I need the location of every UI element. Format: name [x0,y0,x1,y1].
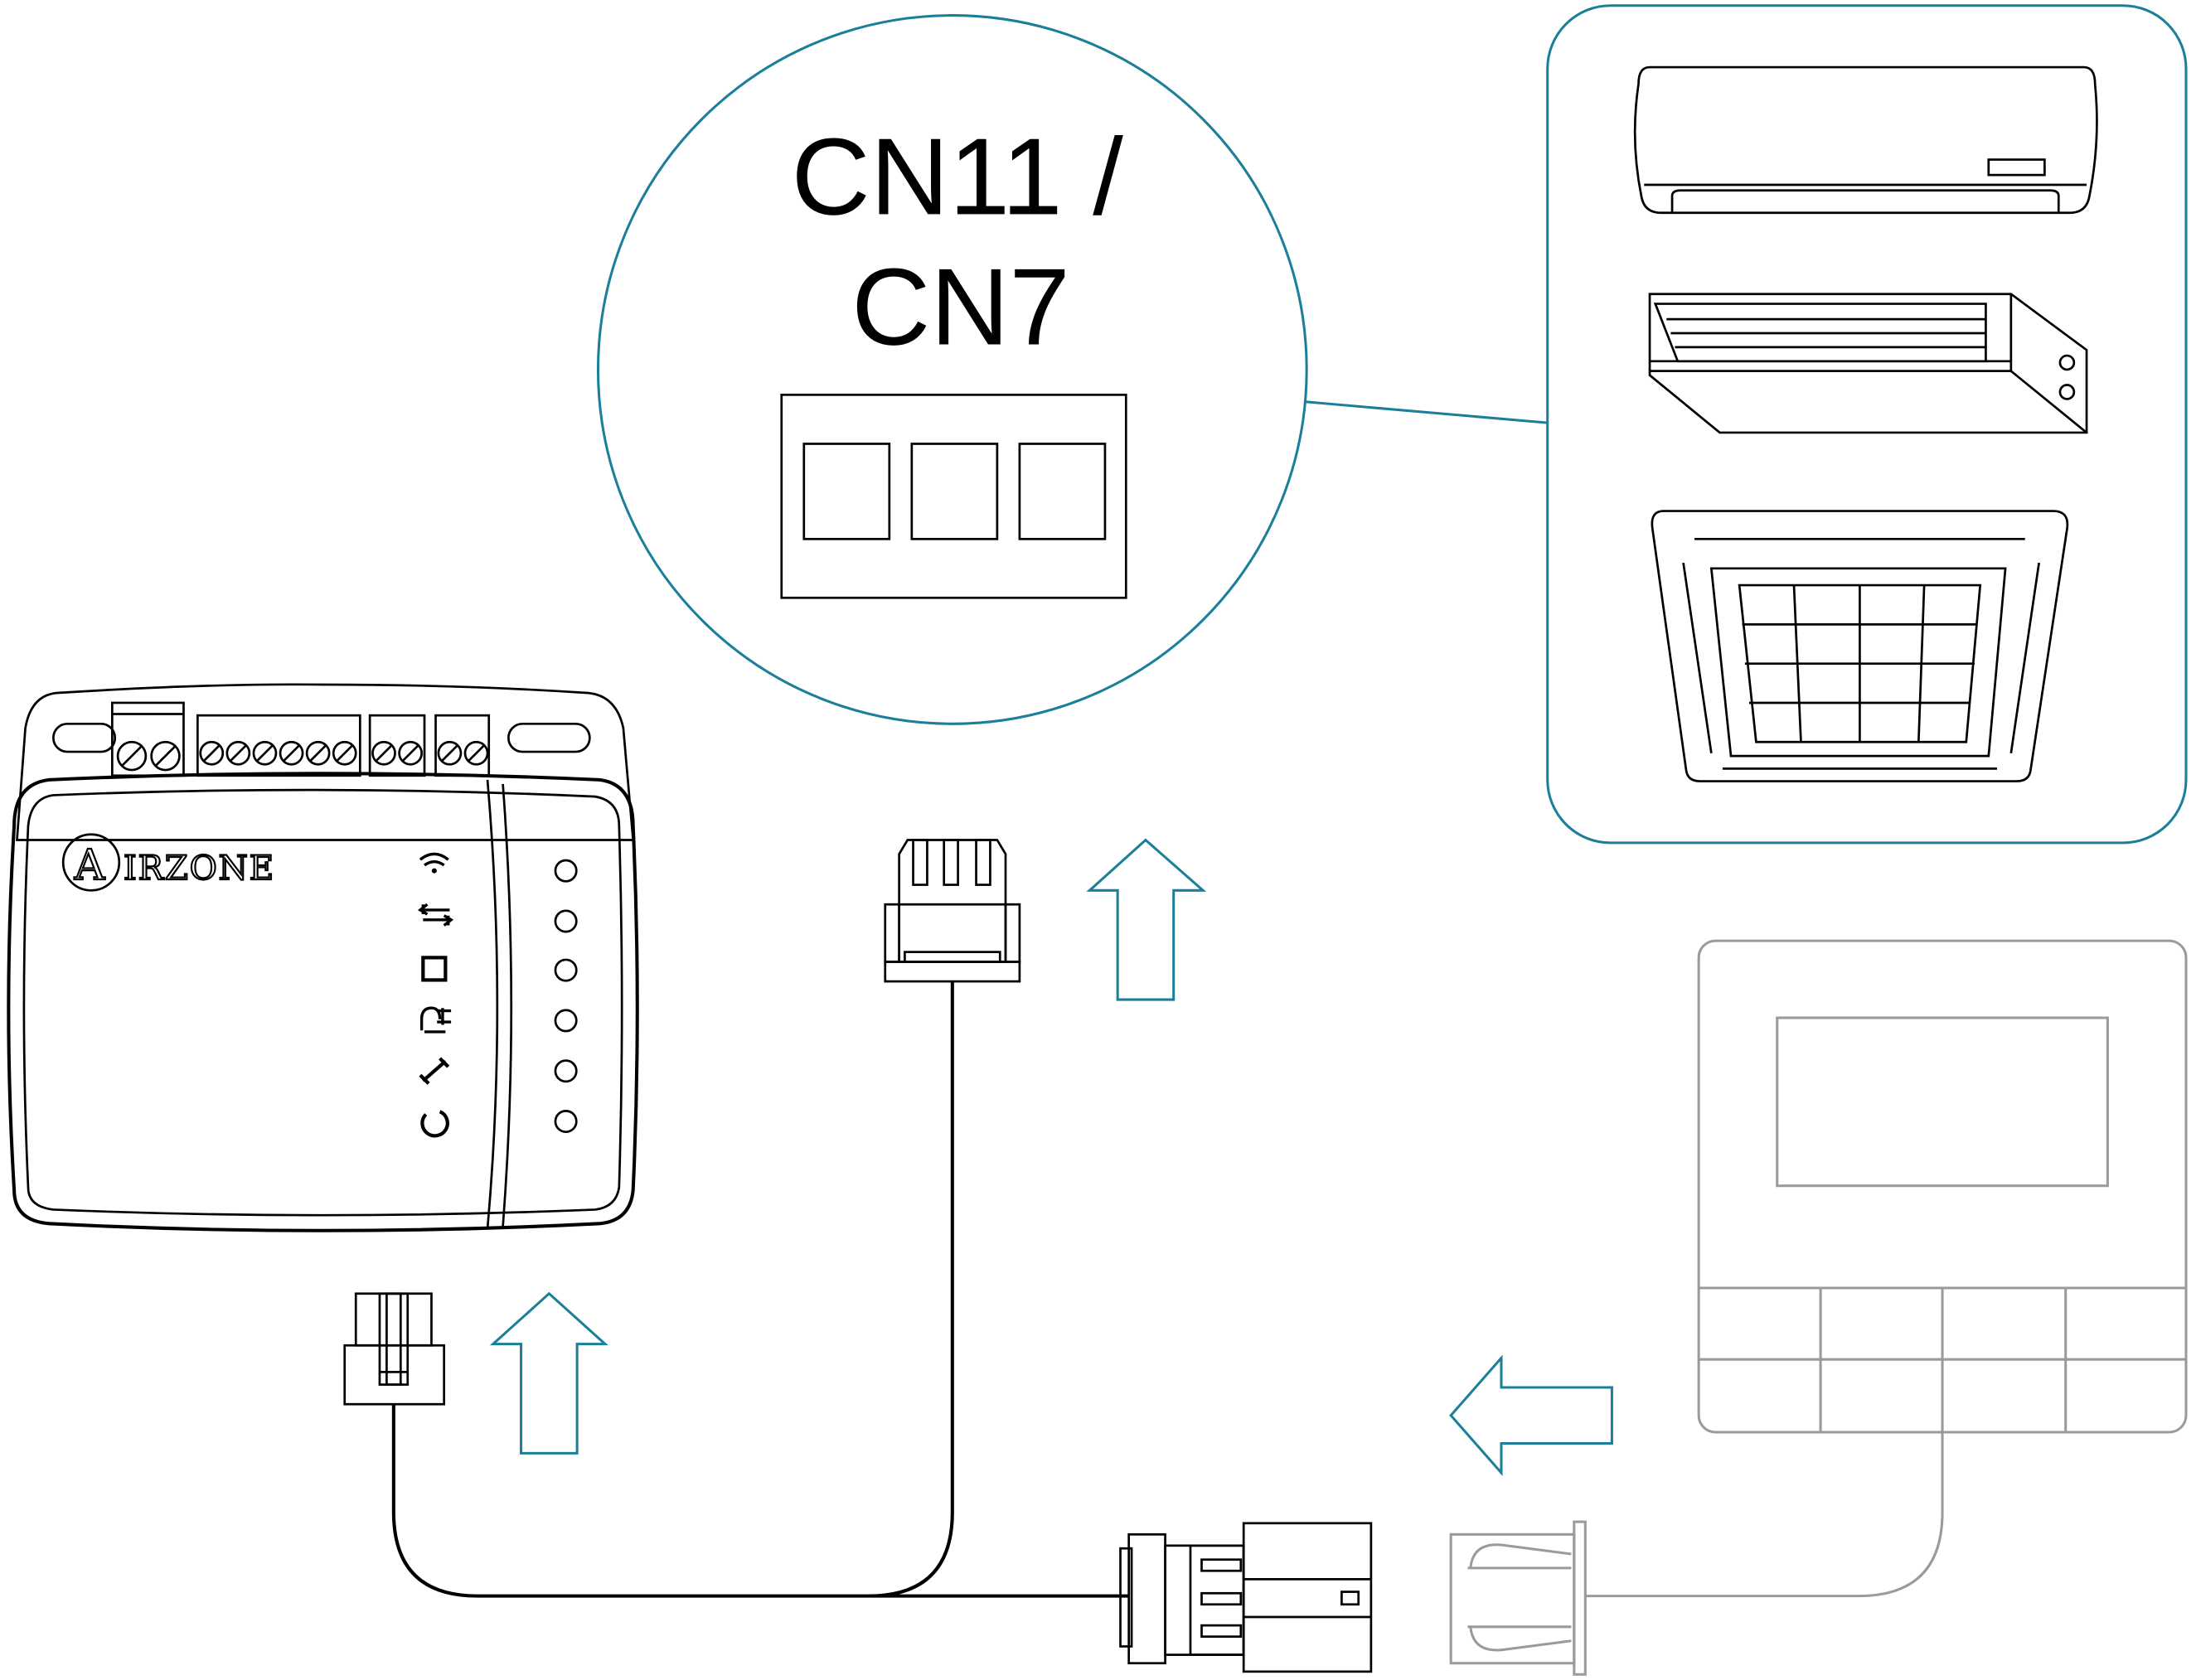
reset-icon [420,1110,449,1138]
ducted-unit [1648,293,2088,434]
wifi-icon [419,852,449,874]
wall-split-unit [1633,65,2098,215]
cable [391,981,1129,1598]
socket-3pin [780,393,1127,599]
screw-terminal [398,740,423,766]
cn11-connector-plug [884,839,1021,983]
screw-terminal [371,740,396,766]
callout-label-line1: CN11 / [792,115,1124,237]
screw-terminal [199,740,225,766]
cassette-unit [1651,510,2069,782]
data-transfer-icon [417,903,454,927]
status-leds [554,859,578,1134]
screw-terminal [437,740,463,766]
screw-terminal [463,740,489,766]
arrow-up-icon [1086,838,1207,1001]
status-led [554,909,578,933]
connector-callout: CN11 / CN7 [596,14,1548,725]
screw-terminal [279,740,304,766]
screw-terminal [252,740,278,766]
led-icons [417,852,454,1138]
airzone-gateway: A IRZONE [7,683,639,1232]
link-icon [419,1057,450,1085]
terminal-screws [116,740,489,772]
junction-connector [1119,1522,1373,1673]
status-led [554,1110,578,1134]
screw-terminal [150,740,181,772]
screw-terminal [116,740,148,772]
airzone-logo: A IRZONE [61,833,275,892]
status-led [554,1059,578,1083]
screw-terminal [225,740,251,766]
device-connector-plug [343,1292,446,1406]
svg-text:IRZONE: IRZONE [124,848,275,888]
wired-remote-controller [1449,939,2188,1676]
status-led [554,958,578,982]
indoor-units-panel [1546,4,2188,845]
callout-label-line2: CN7 [851,246,1070,368]
arrow-up-icon [489,1291,608,1455]
status-led [554,859,578,883]
power-plug-icon [419,1006,452,1034]
status-led [554,1009,578,1033]
svg-text:A: A [74,840,106,889]
chip-icon [421,956,448,982]
screw-terminal [305,740,331,766]
screw-terminal [332,740,357,766]
arrow-left-icon [1449,1354,1613,1477]
controller-plug [1449,1520,1587,1676]
